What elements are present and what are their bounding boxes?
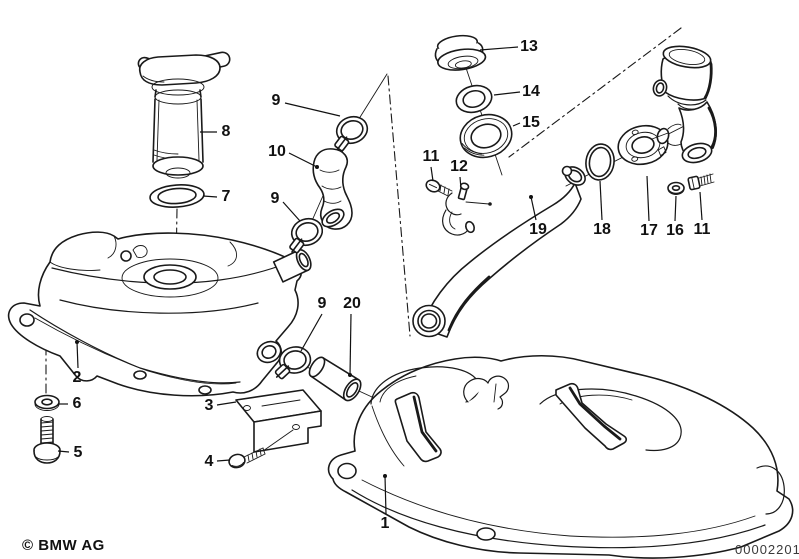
leader-line-part-15 <box>512 122 521 127</box>
callout-part-13: 13 <box>520 38 538 55</box>
leader-dot-part-2 <box>75 340 79 344</box>
filler-neck-ring <box>459 113 513 159</box>
drawing-number: 00002201 <box>735 542 799 557</box>
callout-part-14: 14 <box>522 83 540 100</box>
callout-part-11-right: 11 <box>693 221 711 238</box>
callout-part-6: 6 <box>72 395 82 412</box>
callout-part-7: 7 <box>221 188 231 205</box>
callout-part-8: 8 <box>221 123 231 140</box>
tank-center-fitting <box>463 375 510 410</box>
leader-line-part-9-lower <box>300 313 323 352</box>
leader-line-part-4 <box>216 459 231 462</box>
callout-part-18: 18 <box>593 221 611 238</box>
callout-part-3: 3 <box>204 397 214 414</box>
mount-hole <box>198 385 212 395</box>
leader-dot-part-19 <box>529 195 533 199</box>
leader-dot-part-10 <box>315 165 319 169</box>
leader-line-part-9-middle <box>282 201 301 222</box>
filler-neck-elbow <box>651 45 717 164</box>
washer-6 <box>34 394 60 411</box>
tank-strap-left <box>394 391 442 463</box>
leader-line-part-9-top <box>284 102 341 117</box>
leader-line-part-10 <box>288 152 318 168</box>
callout-part-20: 20 <box>343 295 361 312</box>
leader-line-part-1 <box>384 475 387 515</box>
center-line-right <box>508 27 682 158</box>
mount-hole <box>337 462 357 480</box>
connecting-tube <box>308 356 362 402</box>
filler-pipe <box>412 165 586 338</box>
screw-4 <box>228 447 266 469</box>
elbow-side-nub <box>652 79 668 97</box>
callout-part-10: 10 <box>268 143 286 160</box>
callout-part-9-top: 9 <box>271 92 281 109</box>
leader-line-part-19 <box>530 196 537 221</box>
leader-line-part-18 <box>599 180 603 221</box>
tank-side-stub <box>756 465 785 515</box>
screw-5 <box>33 416 61 464</box>
tank-outlet-right <box>272 248 312 283</box>
leader-line-part-14 <box>493 91 521 96</box>
copyright-text: © BMW AG <box>22 537 105 554</box>
callout-part-16: 16 <box>666 222 684 239</box>
fuel-sender-unit <box>137 51 231 179</box>
washer-16 <box>667 181 685 195</box>
bolt-11-left <box>425 179 453 198</box>
callout-part-9-lower: 9 <box>317 295 327 312</box>
leader-dot-part-1 <box>383 474 387 478</box>
mount-hole <box>133 370 147 380</box>
elbow-mouth <box>681 142 713 164</box>
pipe-mouth <box>412 304 446 338</box>
leader-line-part-2 <box>76 341 79 369</box>
callout-part-2: 2 <box>72 369 82 386</box>
tank-outlet-bottom <box>256 340 282 364</box>
leader-line-part-3 <box>216 401 237 406</box>
fuel-tank-right <box>327 354 794 559</box>
cap-gasket-ring <box>455 84 493 114</box>
leader-line-part-20 <box>349 313 352 376</box>
callout-part-19: 19 <box>529 221 547 238</box>
callout-part-12: 12 <box>450 158 468 175</box>
callout-part-4: 4 <box>204 453 214 470</box>
tank-fitting <box>120 250 132 262</box>
clamp-piece-12 <box>442 182 492 236</box>
callout-part-1: 1 <box>380 515 390 532</box>
leader-line-part-11-right <box>699 191 703 221</box>
sealing-ring-7 <box>149 184 205 208</box>
callout-part-11-left: 11 <box>422 148 440 165</box>
mount-hole <box>19 313 35 327</box>
bolt-11-right <box>687 173 715 191</box>
rubber-hose <box>312 148 353 230</box>
filler-cap <box>434 34 487 71</box>
leader-line-part-7 <box>202 195 218 198</box>
leader-line-part-5 <box>57 450 70 453</box>
bracket-3 <box>235 389 322 453</box>
leader-line-part-12 <box>459 176 462 190</box>
leader-line-part-17 <box>646 175 650 222</box>
fuel-tank-left <box>7 231 312 397</box>
callout-part-5: 5 <box>73 444 83 461</box>
leader-line-part-11-left <box>430 166 434 182</box>
mount-hole <box>476 527 496 541</box>
leader-line-part-13 <box>479 46 519 51</box>
tank-strap-right <box>555 382 628 451</box>
callout-part-17: 17 <box>640 222 658 239</box>
center-line-left <box>387 75 411 337</box>
callout-part-9-middle: 9 <box>270 190 280 207</box>
leader-line-part-16 <box>674 195 677 222</box>
leader-dot-part-20 <box>348 373 352 377</box>
callout-part-15: 15 <box>522 114 540 131</box>
